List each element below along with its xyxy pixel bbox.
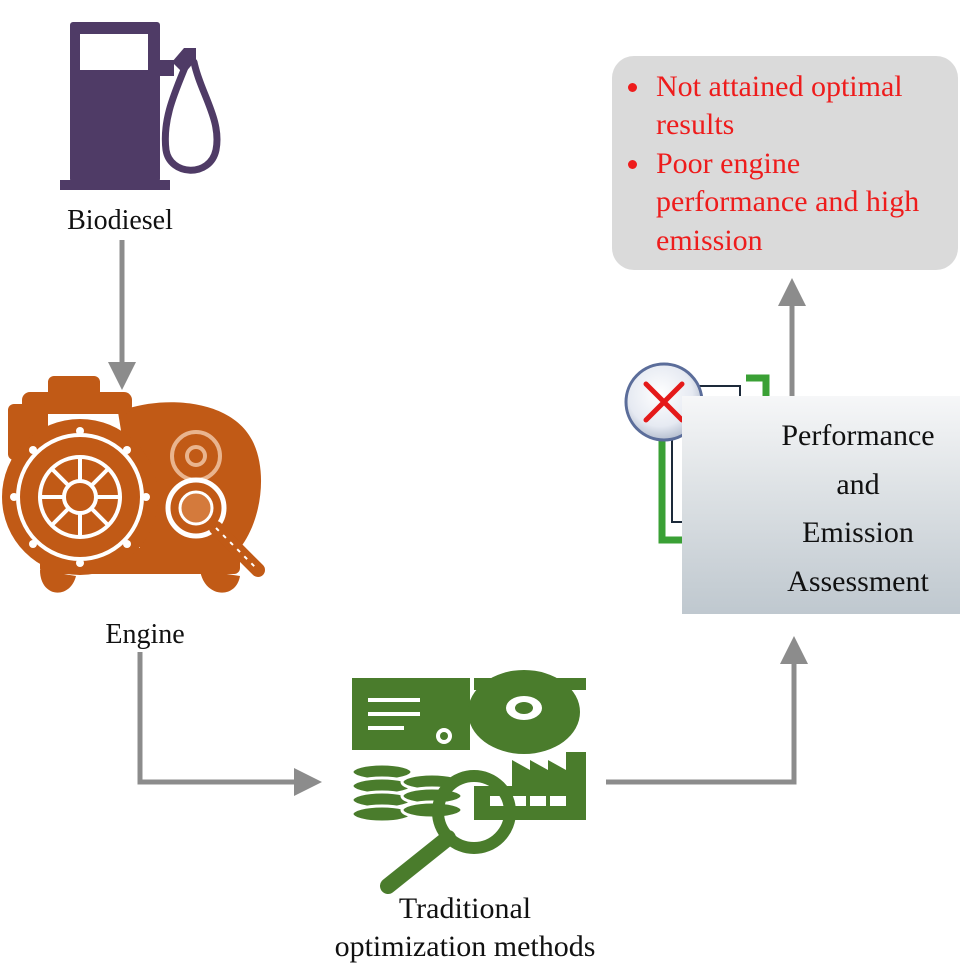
fuel-pump-icon [60,22,221,190]
assessment-line3: Emission [802,516,914,550]
traditional-label-line1: Traditional [398,892,532,925]
results-item-poor-performance: Poor engine performance and high emissio… [622,145,948,260]
engine-label: Engine [105,619,185,650]
engine-gear-icon [2,376,265,593]
results-list: Not attained optimal results Poor engine… [622,68,948,260]
traditional-label-line2: optimization methods [334,930,596,964]
assessment-line4: Assessment [787,564,929,598]
results-item-not-optimal: Not attained optimal results [622,68,948,145]
bullet-icon [628,83,637,92]
optimization-tools-icon [350,670,586,894]
assessment-label: Performance and Emission Assessment [772,412,944,606]
assessment-line2: and [836,467,880,501]
assessment-box [682,396,960,614]
arrow-biodiesel-to-engine [108,240,136,390]
results-item-text: Poor engine performance and high emissio… [656,146,920,257]
arrow-engine-to-optimization [137,652,322,796]
assessment-line1: Performance [781,419,935,452]
biodiesel-label: Biodiesel [67,205,173,236]
bullet-icon [628,159,637,169]
arrow-assessment-to-results [778,278,806,396]
traditional-optimization-label: Traditional optimization methods [300,890,630,967]
arrow-optimization-to-assessment [606,636,808,785]
results-item-text: Not attained optimal results [656,70,903,142]
results-callout: Not attained optimal results Poor engine… [612,56,958,270]
